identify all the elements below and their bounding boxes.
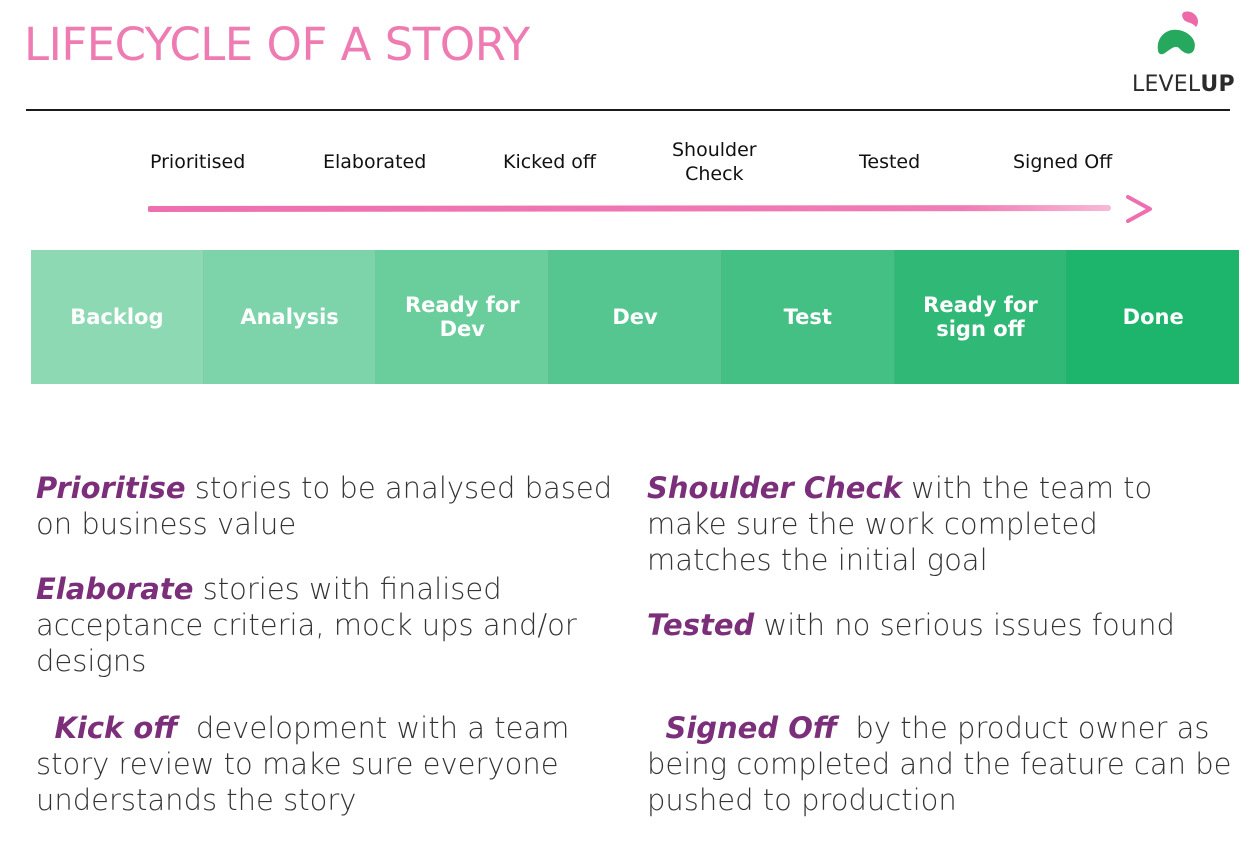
levelup-logo: LEVELUP (1128, 10, 1238, 97)
column-label: Dev (612, 305, 658, 329)
logo-text: LEVELUP (1132, 72, 1235, 97)
description-keyword: Tested (647, 608, 755, 642)
milestone-elaborated: Elaborated (323, 151, 427, 173)
column-done: Done (1067, 250, 1240, 384)
milestone-prioritised: Prioritised (150, 151, 246, 173)
page-title: LIFECYCLE OF A STORY (24, 18, 530, 71)
header-divider (26, 109, 1230, 111)
description-keyword: Prioritise (36, 471, 186, 505)
levelup-logo-icon (1157, 11, 1199, 55)
column-ready-for-sign-off: Ready for sign off (894, 250, 1068, 384)
column-label: Test (783, 305, 832, 329)
milestone-kicked-off: Kicked off (503, 151, 597, 173)
description-signed-off: Signed Off by the product owner as being… (647, 674, 1232, 818)
milestone-shoulder-check: Shoulder Check (672, 139, 757, 185)
column-backlog: Backlog (31, 250, 204, 384)
description-text: by the product owner as being completed … (647, 711, 1241, 817)
column-test: Test (721, 250, 895, 384)
description-kick-off: Kick off development with a team story r… (36, 674, 596, 818)
milestone-signed-off: Signed Off (1013, 151, 1113, 173)
description-text: with no serious issues found (754, 608, 1175, 642)
column-label: Backlog (70, 305, 164, 329)
timeline-arrow (148, 195, 1152, 223)
column-label: Done (1122, 305, 1184, 329)
column-label: Ready for Dev (405, 293, 520, 341)
description-text: development with a team story review to … (36, 711, 579, 817)
column-label: Ready for sign off (923, 293, 1038, 341)
description-keyword: Elaborate (36, 572, 194, 606)
milestone-tested: Tested (859, 151, 921, 173)
description-text: stories with finalised acceptance criter… (36, 572, 577, 678)
description-shoulder-check: Shoulder Check with the team to make sur… (647, 470, 1207, 578)
description-text: stories to be analysed based on business… (36, 471, 613, 541)
description-text: with the team to make sure the work comp… (647, 471, 1153, 577)
description-keyword: Signed Off (665, 711, 837, 745)
column-analysis: Analysis (203, 250, 377, 384)
description-keyword: Kick off (54, 711, 178, 745)
logo-text-level: LEVEL (1132, 72, 1201, 97)
description-keyword: Shoulder Check (647, 471, 902, 505)
column-dev: Dev (549, 250, 722, 384)
column-ready-for-dev: Ready for Dev (376, 250, 550, 384)
description-tested: Tested with no serious issues found (647, 607, 1227, 643)
column-label: Analysis (240, 305, 339, 329)
logo-text-up: UP (1200, 72, 1235, 97)
description-elaborate: Elaborate stories with finalised accepta… (36, 571, 626, 679)
board-columns: Backlog Analysis Ready for Dev Dev Test … (31, 250, 1240, 384)
description-prioritise: Prioritise stories to be analysed based … (36, 470, 616, 542)
